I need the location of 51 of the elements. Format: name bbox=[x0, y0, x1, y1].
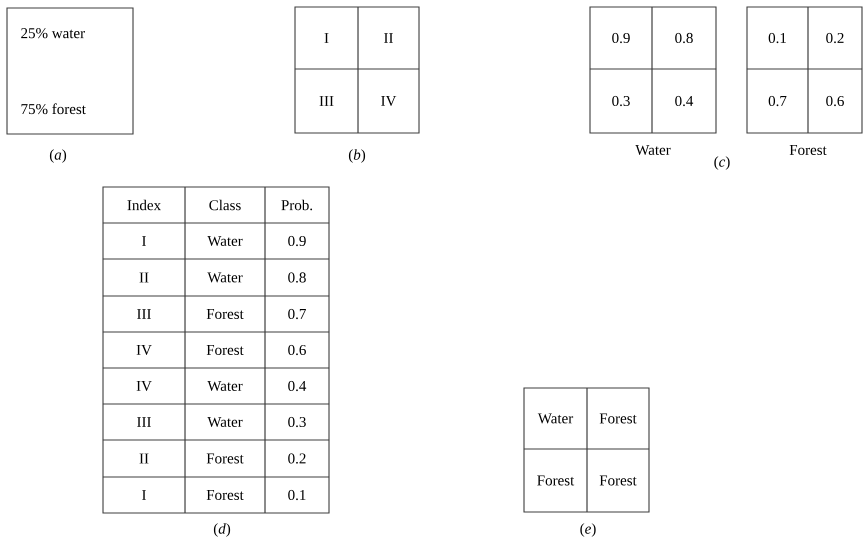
legend-box: 25% water 75% forest bbox=[6, 7, 134, 135]
table-cell: III bbox=[102, 403, 186, 441]
table-cell: Forest bbox=[184, 476, 266, 514]
table-cell: 0.7 bbox=[264, 295, 330, 333]
grid-cell: III bbox=[294, 68, 359, 134]
table-cell: IV bbox=[102, 331, 186, 369]
grid-cell: 0.7 bbox=[746, 68, 809, 134]
table-cell: II bbox=[102, 258, 186, 297]
table-cell: Index bbox=[102, 186, 186, 224]
grid-cell: Forest bbox=[586, 387, 650, 450]
grid-cell: 0.3 bbox=[589, 68, 653, 134]
panel-caption: Forest bbox=[790, 145, 827, 155]
table-cell: III bbox=[102, 295, 186, 333]
panel-label: (c) bbox=[714, 156, 730, 170]
table-cell: Forest bbox=[184, 331, 266, 369]
table-cell: Class bbox=[184, 186, 266, 224]
table-cell: 0.9 bbox=[264, 222, 330, 260]
grid-cell: 0.1 bbox=[746, 6, 809, 70]
table-cell: Water bbox=[184, 258, 266, 297]
table-cell: 0.1 bbox=[264, 476, 330, 514]
table-cell: II bbox=[102, 439, 186, 478]
table-cell: Water bbox=[184, 403, 266, 441]
table-cell: 0.4 bbox=[264, 367, 330, 405]
table-cell: 0.3 bbox=[264, 403, 330, 441]
table-cell: Forest bbox=[184, 295, 266, 333]
grid-cell: 0.9 bbox=[589, 6, 653, 70]
panel-label: (b) bbox=[348, 149, 366, 163]
grid-cell: Water bbox=[523, 387, 588, 450]
table-cell: IV bbox=[102, 367, 186, 405]
table-cell: Prob. bbox=[264, 186, 330, 224]
table-cell: I bbox=[102, 476, 186, 514]
grid-cell: 0.6 bbox=[807, 68, 863, 134]
panel-label: (d) bbox=[214, 523, 230, 537]
panel-label: (e) bbox=[580, 523, 596, 537]
grid-cell: 0.4 bbox=[651, 68, 717, 134]
grid-cell: Forest bbox=[586, 448, 650, 513]
table-cell: Water bbox=[184, 222, 266, 260]
grid-cell: IV bbox=[357, 68, 420, 134]
table-cell: 0.8 bbox=[264, 258, 330, 297]
table-cell: 0.6 bbox=[264, 331, 330, 369]
grid-cell: Forest bbox=[523, 448, 588, 513]
table-cell: I bbox=[102, 222, 186, 260]
grid-cell: 0.8 bbox=[651, 6, 717, 70]
table-cell: Water bbox=[184, 367, 266, 405]
table-cell: 0.2 bbox=[264, 439, 330, 478]
grid-cell: II bbox=[357, 6, 420, 70]
grid-cell: I bbox=[294, 6, 359, 70]
panel-label: (a) bbox=[50, 149, 66, 163]
table-cell: Forest bbox=[184, 439, 266, 478]
panel-caption: Water bbox=[635, 144, 671, 156]
grid-cell: 0.2 bbox=[807, 6, 863, 70]
